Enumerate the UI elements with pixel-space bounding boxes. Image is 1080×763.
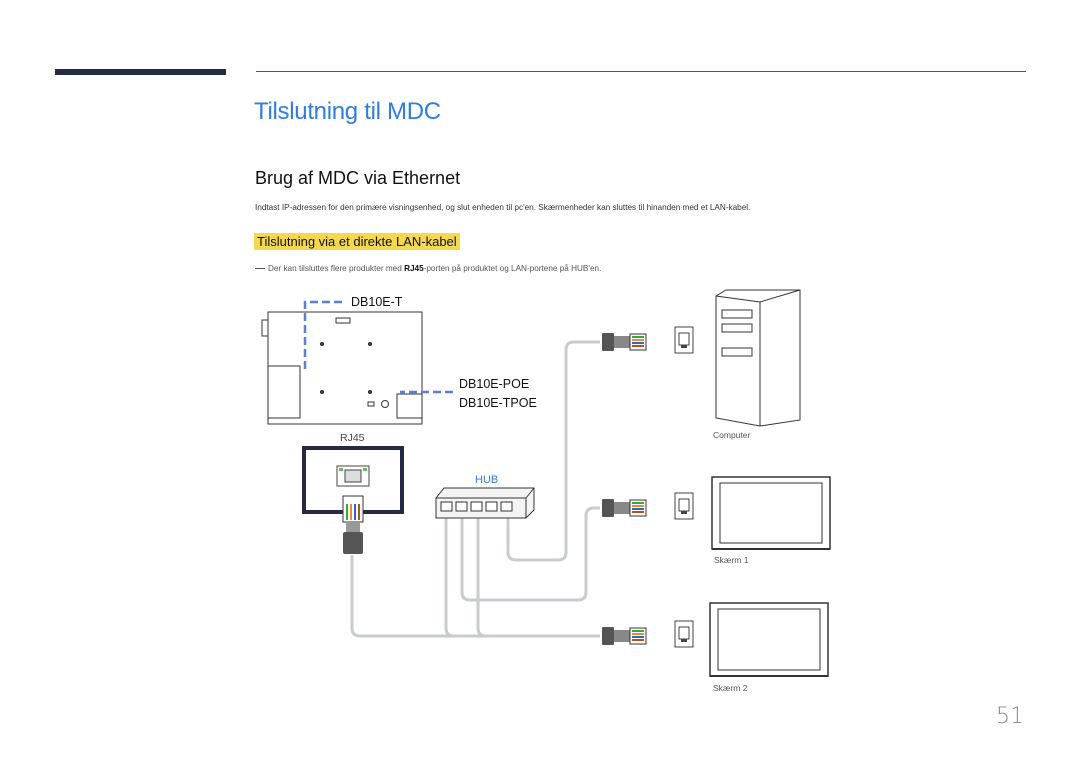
rj45-port-icon — [336, 465, 370, 487]
computer-label: Computer — [713, 430, 751, 440]
section-heading: Brug af MDC via Ethernet — [255, 168, 461, 188]
dashed-callouts — [303, 300, 453, 394]
note-paragraph: Der kan tilsluttes flere produkter med R… — [255, 264, 601, 273]
plug-computer-icon — [601, 332, 647, 352]
cable-hub-to-computer — [506, 340, 600, 562]
intro-paragraph: Indtast IP-adressen for den primære visn… — [255, 203, 751, 212]
rj45-label: RJ45 — [340, 432, 365, 444]
cable-hub-to-display — [444, 516, 455, 638]
page-number: 51 — [996, 704, 1024, 729]
lan-cables — [350, 340, 600, 638]
note-text-before: Der kan tilsluttes flere produkter med — [268, 264, 405, 273]
header-rule — [256, 71, 1026, 72]
plug-screen1-icon — [601, 498, 647, 518]
hub-label: HUB — [475, 474, 499, 486]
port-computer-icon — [674, 326, 694, 354]
hub-device — [435, 487, 535, 519]
subsection-heading: Tilslutning via et direkte LAN-kabel — [254, 233, 460, 250]
cable-display-to-screen2 — [350, 555, 600, 638]
screen-1-device — [711, 476, 831, 550]
display-rear-panel — [261, 311, 423, 425]
screen-2-device — [709, 602, 829, 677]
screen-2-label: Skærm 2 — [713, 683, 748, 693]
port-screen1-icon — [674, 492, 694, 520]
rj45-plug-icon — [342, 495, 364, 554]
note-text-after: -porten på produktet og LAN-portene på H… — [423, 264, 602, 273]
cable-hub-to-screen2 — [476, 516, 487, 638]
model-label-db10e-poe: DB10E-POE — [459, 377, 530, 391]
note-text-bold: RJ45 — [404, 264, 424, 273]
model-label-db10e-t: DB10E-T — [351, 295, 403, 309]
screen-1-label: Skærm 1 — [714, 555, 749, 565]
header-accent-bar — [55, 69, 226, 75]
computer-tower — [715, 289, 801, 427]
display-outline — [267, 311, 423, 425]
plug-screen2-icon — [601, 626, 647, 646]
cable-hub-to-screen1 — [460, 506, 600, 602]
port-screen2-icon — [674, 620, 694, 648]
page-title: Tilslutning til MDC — [254, 98, 441, 125]
model-label-db10e-tpoe: DB10E-TPOE — [459, 396, 537, 410]
note-dash-icon — [255, 268, 265, 270]
